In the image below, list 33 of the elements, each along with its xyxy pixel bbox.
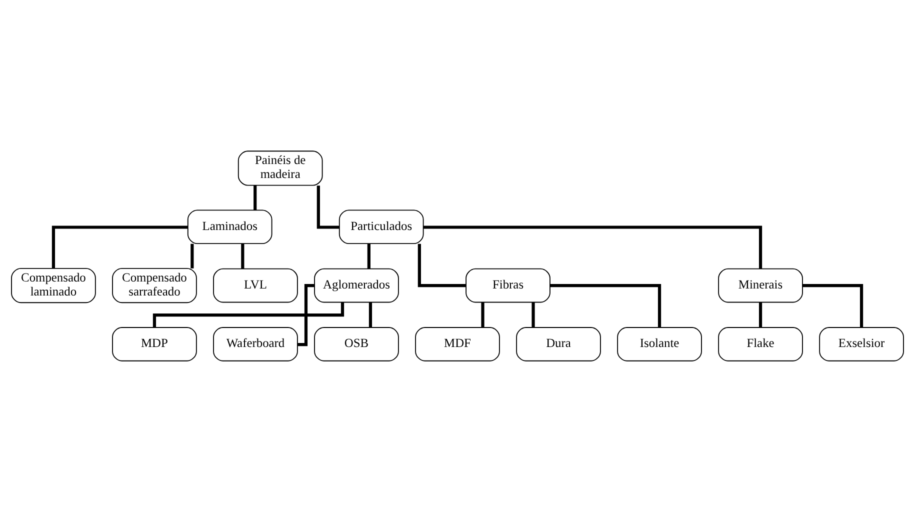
connector xyxy=(316,185,340,228)
node-box: MDP xyxy=(112,326,197,361)
node-box: Exselsior xyxy=(819,326,904,361)
connector xyxy=(254,184,257,210)
connector xyxy=(423,225,762,268)
connector xyxy=(418,243,466,287)
connector xyxy=(758,302,762,327)
node-box: Compensado sarrafeado xyxy=(112,267,197,303)
connector xyxy=(368,302,372,327)
connector xyxy=(481,302,484,327)
connector xyxy=(52,225,188,268)
connector xyxy=(241,243,244,268)
connector xyxy=(190,243,194,268)
node-box: Fibras xyxy=(466,268,550,302)
node-box: MDF xyxy=(415,326,500,361)
node-box: Isolante xyxy=(617,326,702,361)
connector xyxy=(367,243,370,268)
node-box: Flake xyxy=(718,326,803,361)
node-box: Compensado laminado xyxy=(11,267,96,303)
node-box: Painéis de madeira xyxy=(238,150,323,186)
connector xyxy=(532,302,535,327)
connector xyxy=(152,302,344,327)
node-box: Aglomerados xyxy=(314,268,399,302)
node-box: Laminados xyxy=(187,209,272,244)
node-box: Particulados xyxy=(338,209,424,244)
node-box: Waferboard xyxy=(213,326,298,361)
connector xyxy=(550,283,662,327)
connector xyxy=(298,283,314,346)
node-box: OSB xyxy=(314,326,399,361)
connector xyxy=(802,283,864,327)
node-box: LVL xyxy=(213,268,298,302)
node-box: Minerais xyxy=(718,268,803,302)
node-box: Dura xyxy=(516,326,601,361)
